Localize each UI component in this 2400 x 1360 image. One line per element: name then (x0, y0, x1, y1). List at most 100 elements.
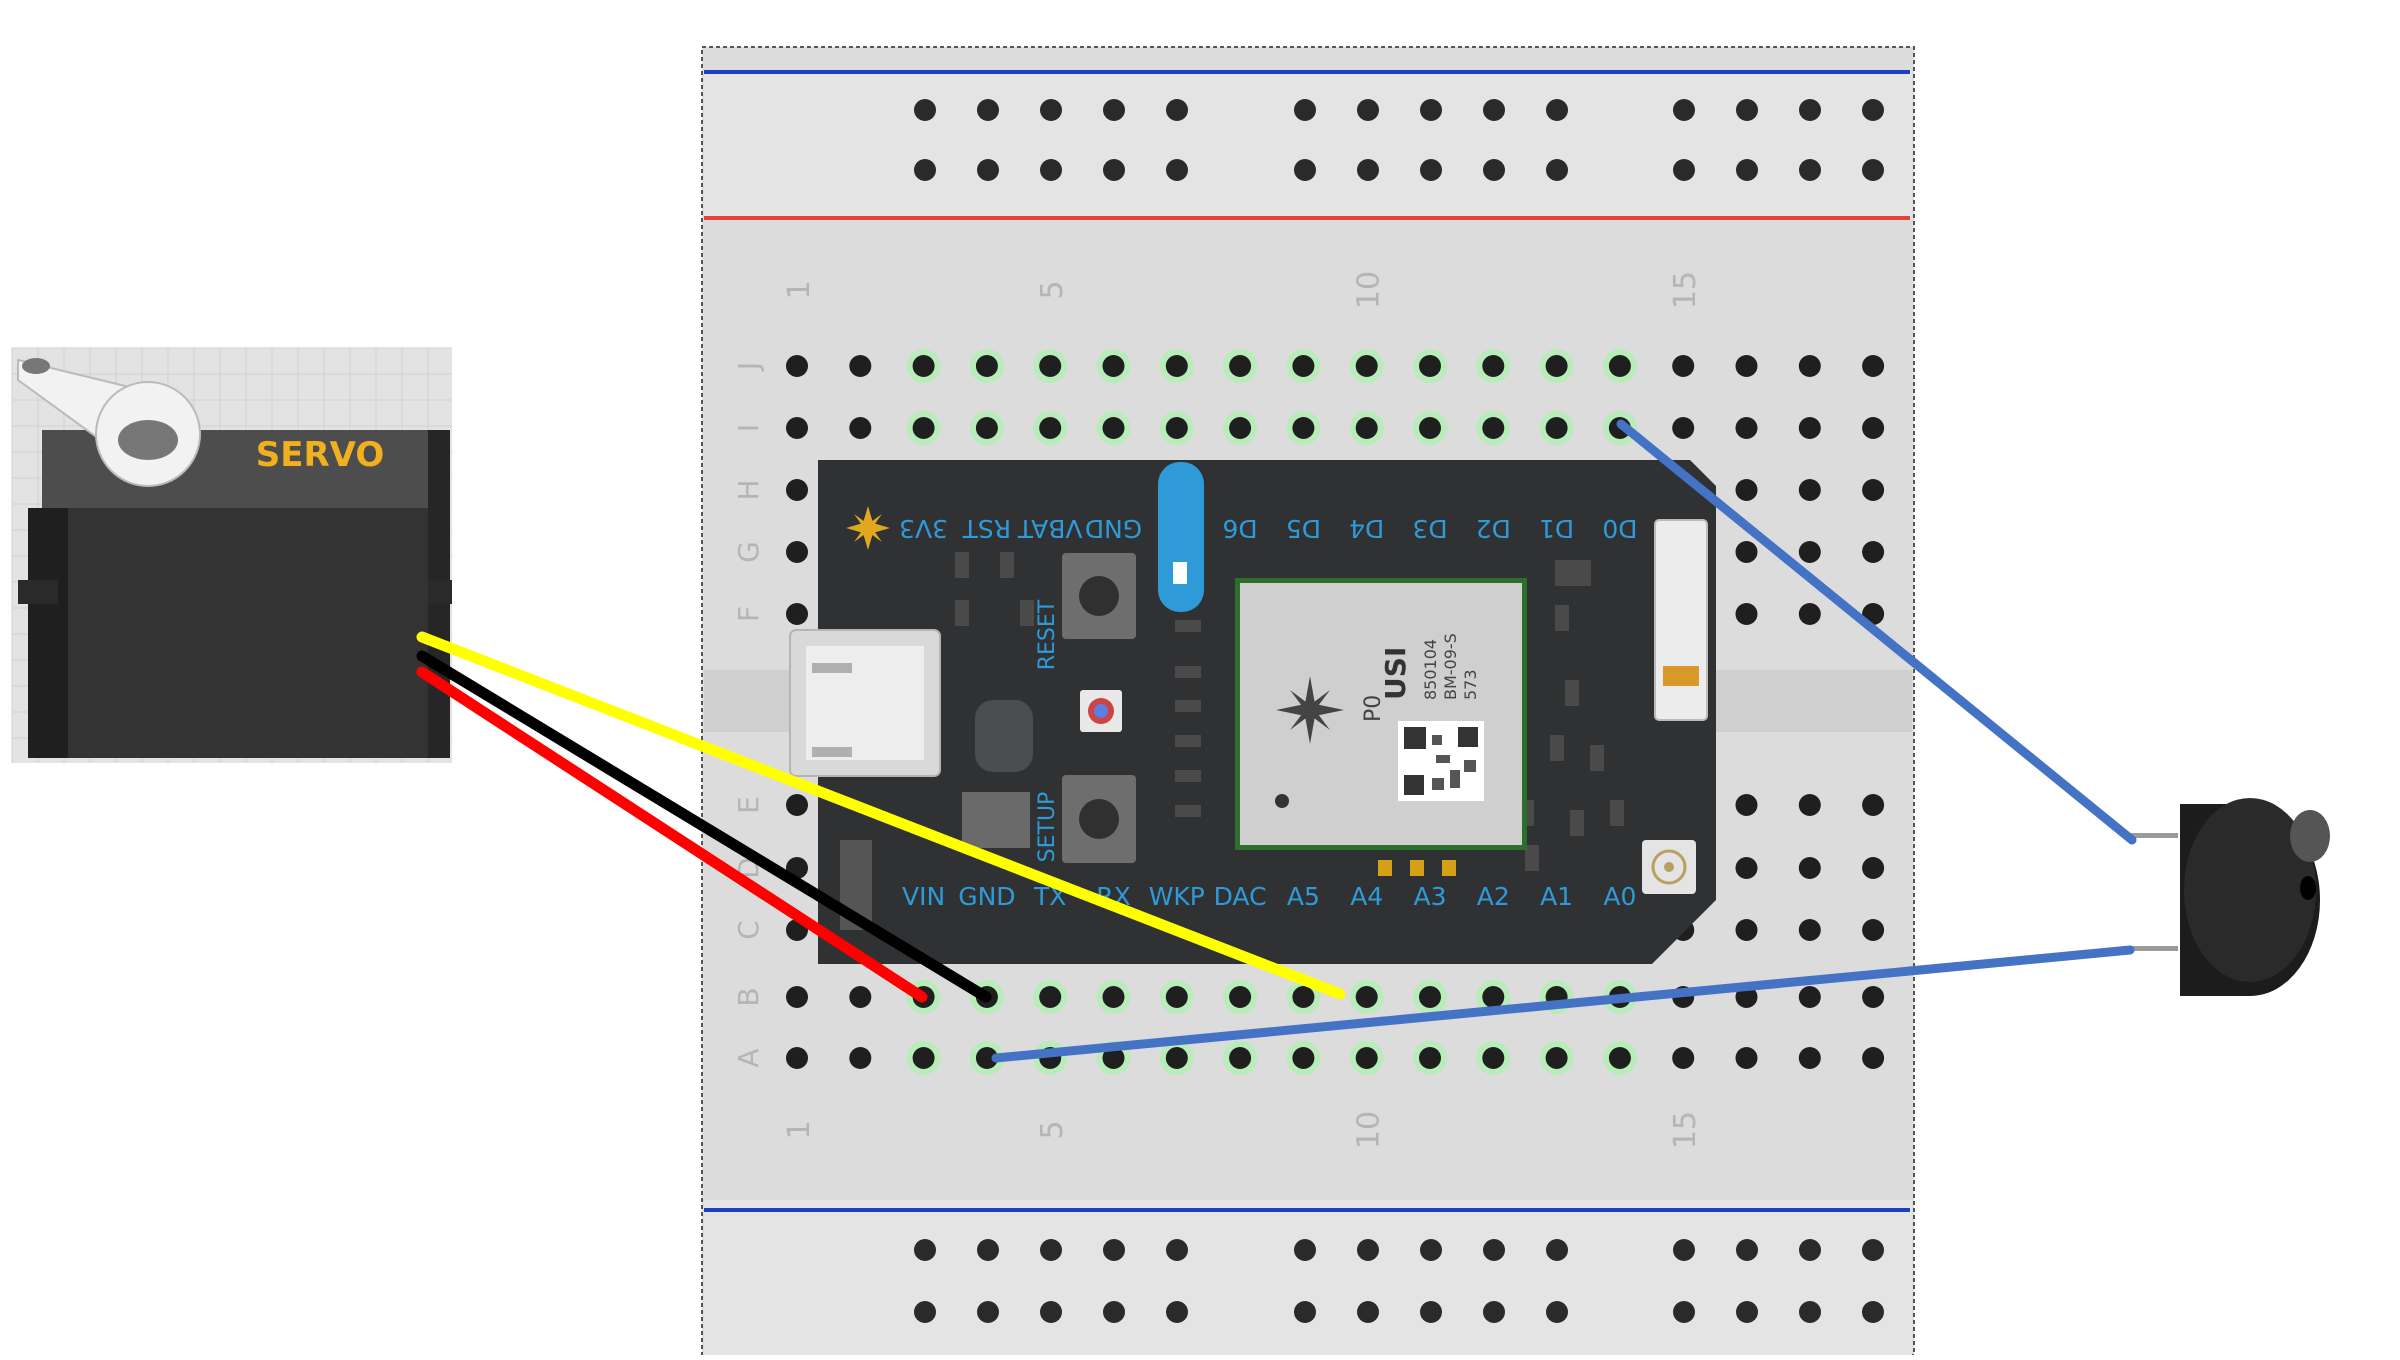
module-brand: USI (1379, 647, 1412, 700)
breadboard-hole (1735, 794, 1758, 816)
breadboard-hole (1672, 1047, 1695, 1069)
column-number: 15 (1668, 1111, 1703, 1149)
breadboard-hole (912, 417, 935, 439)
reset-label: RESET (1035, 599, 1060, 670)
rail-holes (914, 99, 1884, 1323)
breadboard-hole (1545, 355, 1568, 377)
breadboard-hole (1608, 355, 1631, 377)
breadboard-hole (1735, 417, 1758, 439)
breadboard-hole (1862, 857, 1885, 879)
rail-hole (1546, 1301, 1568, 1323)
breadboard-hole (1735, 919, 1758, 941)
module-qr-code (1398, 721, 1484, 801)
breadboard-hole (1229, 1047, 1252, 1069)
servo-label: SERVO (256, 435, 385, 475)
bottom-power-rail (704, 1200, 1912, 1355)
rail-hole (1294, 159, 1316, 181)
breadboard-hole (849, 986, 872, 1008)
photon-top-pin-label: 3V3 (899, 514, 948, 543)
rail-hole (1799, 99, 1821, 121)
rail-hole (1166, 1301, 1188, 1323)
photon-top-pin-label: D1 (1539, 514, 1574, 543)
breadboard-hole (1229, 355, 1252, 377)
rail-hole (1420, 1301, 1442, 1323)
rail-hole (1546, 99, 1568, 121)
rail-hole (1357, 99, 1379, 121)
breadboard-hole (1798, 603, 1821, 625)
rail-hole (914, 159, 936, 181)
rail-hole (977, 159, 999, 181)
row-letter: J (732, 362, 765, 372)
breadboard-hole (1419, 986, 1441, 1008)
setup-button[interactable] (1062, 775, 1136, 863)
breadboard-hole (1292, 417, 1315, 439)
breadboard-hole (1672, 417, 1695, 439)
usb-connector (789, 629, 941, 777)
breadboard-hole (1419, 355, 1441, 377)
photon-top-pin-label: D6 (1223, 514, 1258, 543)
breadboard-hole (1862, 794, 1885, 816)
rail-hole (1673, 1301, 1695, 1323)
breadboard-hole (1735, 355, 1758, 377)
breadboard-hole (1862, 417, 1885, 439)
wire-servo-signal (416, 631, 1346, 1000)
breadboard-hole (1735, 1047, 1758, 1069)
servo-motor: SERVO (11, 347, 452, 763)
breadboard-hole (1355, 1047, 1378, 1069)
rail-hole (1862, 1239, 1884, 1261)
rail-hole (1294, 99, 1316, 121)
breadboard-hole (1355, 986, 1378, 1008)
photon-bottom-pin-label: GND (958, 882, 1015, 911)
breadboard-hole (849, 417, 872, 439)
breadboard-hole (1292, 986, 1315, 1008)
spark-logo-icon (846, 506, 890, 550)
row-letter: F (732, 606, 765, 622)
rail-hole (1103, 1301, 1125, 1323)
breadboard-hole (786, 541, 808, 563)
column-number: 5 (1035, 1120, 1070, 1139)
rail-hole (914, 1301, 936, 1323)
breadboard-hole (1355, 417, 1378, 439)
breadboard-hole (1798, 794, 1821, 816)
breadboard-hole (786, 355, 808, 377)
rail-hole (977, 99, 999, 121)
photon-top-pin-label: D2 (1476, 514, 1511, 543)
photon-bottom-pin-label: A0 (1603, 882, 1636, 911)
breadboard-hole (1102, 355, 1125, 377)
rail-hole (1483, 159, 1505, 181)
rail-hole (977, 1301, 999, 1323)
photon-bottom-pin-label: A1 (1540, 882, 1573, 911)
column-number: 1 (782, 1120, 817, 1139)
breadboard-hole (1102, 417, 1125, 439)
breadboard-hole (786, 479, 808, 501)
photon-top-pin-label: GND (1085, 514, 1142, 543)
module-text-line-3: 573 (1461, 669, 1480, 700)
reset-button[interactable] (1062, 553, 1136, 639)
chip-small (975, 700, 1033, 772)
breadboard-hole (1482, 1047, 1505, 1069)
buzzer-highlight (2290, 810, 2330, 862)
module-text-line-2: BM-09-S (1441, 633, 1460, 700)
servo-mount-right (428, 580, 452, 604)
breadboard-hole (1039, 986, 1062, 1008)
module-model: P0 (1361, 695, 1386, 722)
photon-top-pin-label: RST (962, 514, 1011, 543)
rail-hole (1862, 159, 1884, 181)
photon-top-pin-label: D3 (1412, 514, 1447, 543)
wire-servo-ground (416, 650, 992, 1003)
row-letter: E (732, 796, 765, 814)
breadboard-hole (786, 417, 808, 439)
breadboard-hole (1672, 355, 1695, 377)
row-letter: C (732, 920, 765, 940)
rail-hole (977, 1239, 999, 1261)
breadboard-hole (1798, 986, 1821, 1008)
row-letter: A (732, 1048, 765, 1067)
rail-hole (1483, 1239, 1505, 1261)
breadboard-hole (1735, 603, 1758, 625)
rail-hole (1040, 1301, 1062, 1323)
breadboard-hole (975, 355, 998, 377)
photon-bottom-pin-label: DAC (1214, 882, 1267, 911)
breadboard-hole (1545, 1047, 1568, 1069)
rail-hole (1420, 1239, 1442, 1261)
